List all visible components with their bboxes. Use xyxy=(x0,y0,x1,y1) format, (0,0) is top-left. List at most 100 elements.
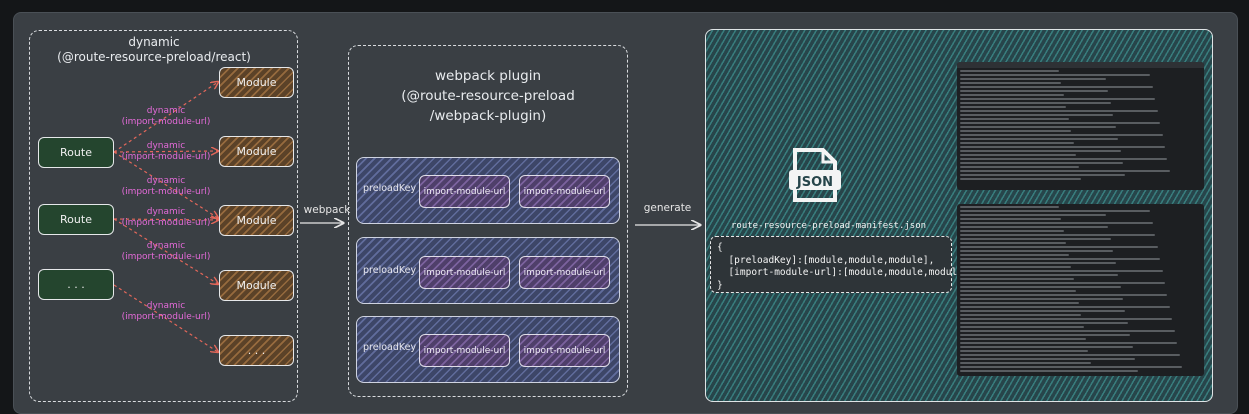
code-line xyxy=(960,146,1165,148)
code-line xyxy=(960,346,1133,348)
code-line xyxy=(960,338,1086,340)
row-1-chip-2[interactable]: import-module-url xyxy=(519,175,610,208)
edge-label-1-line2: (import-module-url) xyxy=(121,117,211,127)
code-line xyxy=(960,322,1128,324)
code-line xyxy=(960,206,1059,208)
plugin-row-2: preloadKey import-module-url import-modu… xyxy=(356,237,620,304)
code-line xyxy=(960,218,1062,220)
code-line xyxy=(960,222,1153,224)
code-line xyxy=(960,298,1124,300)
code-line xyxy=(960,362,1091,364)
code-line xyxy=(960,138,1119,140)
code-line xyxy=(960,162,1124,164)
edge-label-1-line1: dynamic xyxy=(146,106,186,116)
code-line xyxy=(960,78,1106,80)
code-line xyxy=(960,106,1067,108)
edge-label-6-line2: (import-module-url) xyxy=(121,312,211,322)
row-2-preload-key: preloadKey xyxy=(363,265,417,276)
console-code-lines xyxy=(957,206,1204,372)
code-line xyxy=(960,358,1136,360)
edge-label-5-line2: (import-module-url) xyxy=(121,252,211,262)
json-file-icon xyxy=(789,148,841,202)
route-node-2[interactable]: Route xyxy=(38,204,114,235)
dynamic-group-title-line1: dynamic xyxy=(128,35,180,49)
module-node-ellipsis[interactable]: . . . xyxy=(219,335,294,366)
code-line xyxy=(960,90,1109,92)
code-line xyxy=(960,278,1074,280)
edge-label-4-line1: dynamic xyxy=(146,207,186,217)
manifest-filename: route-resource-preload-manifest.json xyxy=(731,221,927,231)
route-node-1[interactable]: Route xyxy=(38,137,114,168)
code-line xyxy=(960,126,1116,128)
code-line xyxy=(960,274,1119,276)
module-node-1[interactable]: Module xyxy=(219,67,294,98)
edge-label-5: dynamic (import-module-url) xyxy=(116,241,216,263)
edge-label-6-line1: dynamic xyxy=(146,301,186,311)
plugin-row-1: preloadKey import-module-url import-modu… xyxy=(356,157,620,224)
code-line xyxy=(960,250,1114,252)
edge-route3-module5 xyxy=(113,284,218,352)
edge-route1-module2 xyxy=(113,151,218,152)
row-2-chip-1[interactable]: import-module-url xyxy=(419,256,510,289)
code-line xyxy=(960,214,1106,216)
manifest-line-3: [import-module-url]:[module,module,modul… xyxy=(717,267,969,278)
plugin-title-line2: (@route-resource-preload xyxy=(401,88,575,104)
code-line xyxy=(960,314,1082,316)
code-line xyxy=(960,294,1168,296)
code-line xyxy=(960,122,1161,124)
code-line xyxy=(960,318,1173,320)
row-3-chip-1[interactable]: import-module-url xyxy=(419,334,510,367)
code-line xyxy=(960,86,1153,88)
code-line xyxy=(960,150,1121,152)
manifest-line-2: [preloadKey]:[module,module,module], xyxy=(717,254,935,266)
code-line xyxy=(960,310,1126,312)
code-line xyxy=(960,82,1062,84)
code-line xyxy=(960,370,1138,372)
row-3-chip-2[interactable]: import-module-url xyxy=(519,334,610,367)
screenshot-titlebar xyxy=(957,62,1204,68)
edge-route1-module3 xyxy=(113,151,218,218)
plugin-title-line3: /webpack-plugin) xyxy=(429,108,547,124)
code-line xyxy=(960,246,1158,248)
edge-route2-module3 xyxy=(113,219,218,220)
console-screenshot-preview xyxy=(957,204,1204,376)
code-line xyxy=(960,282,1165,284)
code-line xyxy=(960,174,1126,176)
row-2-chip-2[interactable]: import-module-url xyxy=(519,256,610,289)
code-line xyxy=(960,234,1156,236)
code-line xyxy=(960,114,1114,116)
code-line xyxy=(960,94,1064,96)
code-line xyxy=(960,302,1079,304)
code-line xyxy=(960,258,1161,260)
route-node-ellipsis[interactable]: . . . xyxy=(38,269,114,300)
edge-label-2-line2: (import-module-url) xyxy=(121,152,211,162)
row-3-preload-key: preloadKey xyxy=(363,342,417,353)
edge-label-3-line2: (import-module-url) xyxy=(121,187,211,197)
row-1-chip-1[interactable]: import-module-url xyxy=(419,175,510,208)
module-node-3[interactable]: Module xyxy=(219,205,294,236)
edge-label-3: dynamic (import-module-url) xyxy=(116,176,216,198)
code-line xyxy=(960,262,1116,264)
webpack-plugin-group xyxy=(348,45,628,397)
edge-label-2-line1: dynamic xyxy=(146,141,186,151)
manifest-line-1: { xyxy=(717,242,723,253)
code-line xyxy=(960,306,1170,308)
edge-label-5-line1: dynamic xyxy=(146,241,186,251)
code-line xyxy=(960,242,1067,244)
plugin-title-line1: webpack plugin xyxy=(434,68,542,84)
module-node-2[interactable]: Module xyxy=(219,136,294,167)
code-line xyxy=(960,266,1072,268)
manifest-json-box: { [preloadKey]:[module,module,module], [… xyxy=(710,236,969,293)
code-line xyxy=(960,110,1158,112)
edge-label-4-line2: (import-module-url) xyxy=(121,218,211,228)
code-line xyxy=(960,326,1084,328)
edge-route2-module4 xyxy=(113,218,218,284)
row-1-preload-key: preloadKey xyxy=(363,183,417,194)
code-line xyxy=(960,166,1079,168)
code-line xyxy=(960,170,1170,172)
code-line xyxy=(960,286,1121,288)
screenshot-code-lines xyxy=(957,70,1204,180)
module-node-4[interactable]: Module xyxy=(219,270,294,301)
edge-label-6: dynamic (import-module-url) xyxy=(116,301,216,323)
code-line xyxy=(960,334,1131,336)
